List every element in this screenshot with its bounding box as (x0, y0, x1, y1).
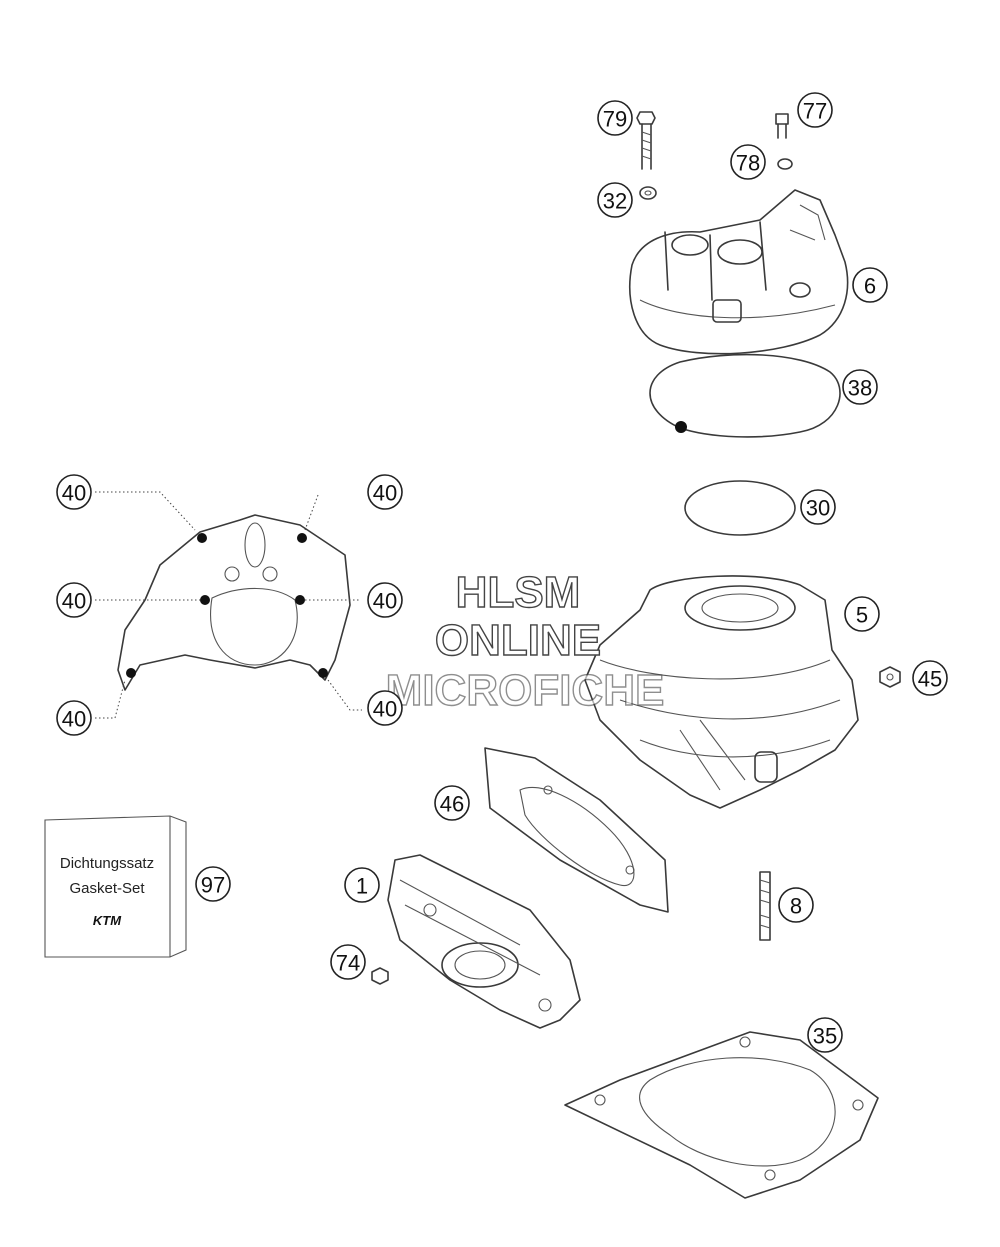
watermark-line1: HLSM (456, 568, 581, 617)
reed-block-1-part (387, 854, 581, 1029)
svg-text:35: 35 (813, 1024, 837, 1049)
svg-text:40: 40 (373, 589, 397, 614)
svg-text:1: 1 (356, 874, 368, 899)
stud-8-part (759, 871, 771, 941)
bolt-79-part (636, 111, 656, 170)
cylinder-5-part (584, 575, 859, 809)
svg-text:97: 97 (201, 873, 225, 898)
svg-text:30: 30 (806, 496, 830, 521)
svg-text:40: 40 (62, 589, 86, 614)
ktm-logo: KTM (93, 913, 122, 928)
callout-74: 74 (330, 944, 366, 980)
washer-78-part (777, 158, 793, 170)
callout-6: 6 (852, 267, 888, 303)
gasket-46-part (484, 747, 669, 913)
svg-text:77: 77 (803, 99, 827, 124)
callout-32: 32 (597, 182, 633, 218)
gasket-set-box: Dichtungssatz Gasket-Set KTM (44, 815, 187, 958)
svg-text:6: 6 (864, 274, 876, 299)
nut-45-part (879, 666, 901, 688)
callout-1: 1 (344, 867, 380, 903)
svg-text:74: 74 (336, 951, 360, 976)
callout-40-bottom-left: 40 (56, 700, 92, 736)
gasket-box-line1: Dichtungssatz (60, 855, 154, 872)
screw-74-part (371, 967, 389, 985)
callout-40-mid-left: 40 (56, 582, 92, 618)
watermark-line2: ONLINE (435, 616, 601, 665)
svg-text:45: 45 (918, 667, 942, 692)
svg-text:40: 40 (373, 697, 397, 722)
watermark: HLSM ONLINE MICROFICHE (385, 567, 665, 715)
callout-97: 97 (195, 866, 231, 902)
callout-45: 45 (912, 660, 948, 696)
svg-text:32: 32 (603, 189, 627, 214)
callout-5: 5 (844, 596, 880, 632)
svg-text:38: 38 (848, 376, 872, 401)
washer-32-part (639, 186, 657, 200)
svg-text:40: 40 (373, 481, 397, 506)
o-ring-38-part (649, 353, 841, 438)
callout-35: 35 (807, 1017, 843, 1053)
svg-text:46: 46 (440, 792, 464, 817)
callout-79: 79 (597, 100, 633, 136)
cylinder-head-6-part (629, 189, 849, 355)
leader-lines (95, 491, 362, 719)
callout-40-top-left: 40 (56, 474, 92, 510)
o-ring-30-part (684, 480, 796, 536)
gasket-dots (126, 533, 328, 678)
svg-text:5: 5 (856, 603, 868, 628)
screw-77-part (775, 113, 789, 139)
svg-text:8: 8 (790, 894, 802, 919)
gasket-box-line2: Gasket-Set (69, 880, 145, 897)
callout-77: 77 (797, 92, 833, 128)
exhaust-gasket-40-part (117, 514, 351, 691)
base-gasket-35-part (564, 1031, 879, 1199)
svg-text:40: 40 (62, 481, 86, 506)
svg-text:78: 78 (736, 151, 760, 176)
svg-text:40: 40 (62, 707, 86, 732)
callout-40-top-right: 40 (367, 474, 403, 510)
callout-40-mid-right: 40 (367, 582, 403, 618)
callout-38: 38 (842, 369, 878, 405)
watermark-line3: MICROFICHE (386, 666, 665, 715)
callout-46: 46 (434, 785, 470, 821)
callout-8: 8 (778, 887, 814, 923)
callouts: 79 77 78 32 6 38 30 5 45 46 1 74 8 35 97… (56, 92, 948, 1053)
callout-30: 30 (800, 489, 836, 525)
svg-text:79: 79 (603, 107, 627, 132)
callout-78: 78 (730, 144, 766, 180)
callout-40-bottom-right: 40 (367, 690, 403, 726)
